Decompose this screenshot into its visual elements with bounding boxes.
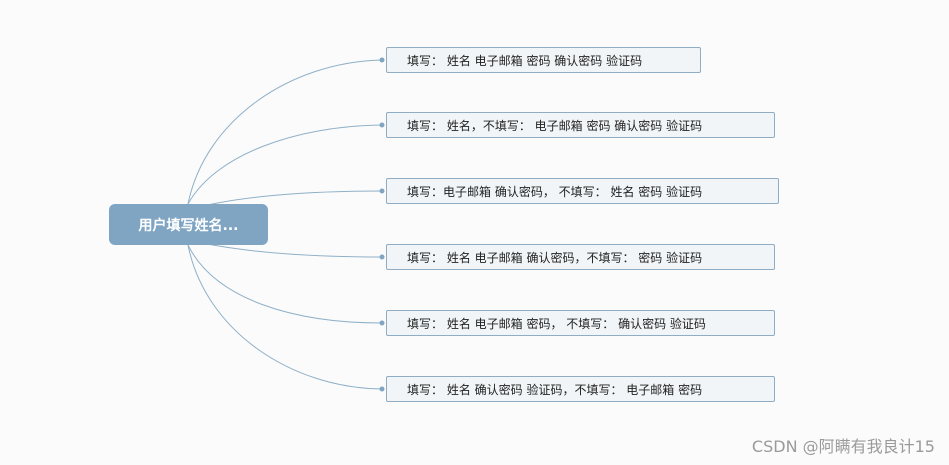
branch-topic-label: 填写： 姓名，不填写： 电子邮箱 密码 确认密码 验证码 [407,118,703,133]
connector-2 [187,124,383,205]
branch-topic-4[interactable]: 填写： 姓名 电子邮箱 确认密码，不填写： 密码 验证码 [386,244,775,270]
branch-topic-2[interactable]: 填写： 姓名，不填写： 电子邮箱 密码 确认密码 验证码 [386,112,775,138]
connector-dot-4 [379,254,385,260]
connector-dot-1 [379,57,385,63]
branch-topic-label: 填写： 姓名 确认密码 验证码，不填写： 电子邮箱 密码 [407,382,703,397]
connector-dot-5 [379,320,385,326]
connector-dot-3 [379,188,385,194]
connector-dot-6 [379,386,385,392]
watermark: CSDN @阿瞒有我良计15 [751,437,935,456]
branch-topic-1[interactable]: 填写： 姓名 电子邮箱 密码 确认密码 验证码 [386,47,701,73]
connector-1 [187,59,383,205]
root-topic-label: 用户填写姓名... [138,217,239,234]
branch-topic-3[interactable]: 填写：电子邮箱 确认密码， 不填写： 姓名 密码 验证码 [386,178,779,204]
branch-topic-label: 填写： 姓名 电子邮箱 密码， 不填写： 确认密码 验证码 [407,316,706,331]
branch-topic-label: 填写： 姓名 电子邮箱 密码 确认密码 验证码 [407,53,643,68]
branch-topic-5[interactable]: 填写： 姓名 电子邮箱 密码， 不填写： 确认密码 验证码 [386,310,775,336]
connector-dot-2 [379,122,385,128]
branch-topic-6[interactable]: 填写： 姓名 确认密码 验证码，不填写： 电子邮箱 密码 [386,376,775,402]
branch-topic-label: 填写： 姓名 电子邮箱 确认密码，不填写： 密码 验证码 [407,250,703,265]
connector-6 [187,244,383,390]
root-topic[interactable]: 用户填写姓名... [109,204,268,245]
connector-5 [187,244,383,324]
branch-topic-label: 填写：电子邮箱 确认密码， 不填写： 姓名 密码 验证码 [407,184,703,199]
